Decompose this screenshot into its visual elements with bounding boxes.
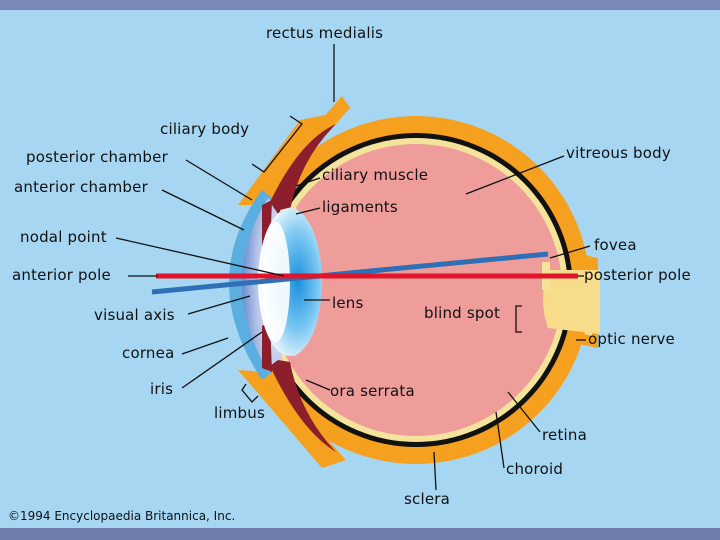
limbus-bracket [241,383,259,403]
visual-axis-line [151,251,549,295]
label-cornea: cornea [122,344,174,362]
leader-lines [115,44,591,491]
optic-disc [543,270,600,334]
label-posterior-chamber: posterior chamber [26,148,169,166]
ciliary-body-bracket [251,115,303,173]
label-rectus-medialis: rectus medialis [266,24,383,42]
label-optic-nerve: optic nerve [588,330,675,348]
vitreous-body [270,144,562,436]
label-anterior-chamber: anterior chamber [14,178,149,196]
frame-bottom [0,528,720,540]
label-lens: lens [332,294,364,312]
label-choroid: choroid [506,460,563,478]
label-posterior-pole: posterior pole [584,266,691,284]
label-retina: retina [542,426,587,444]
label-fovea: fovea [594,236,637,254]
front-sclera-bottom [238,370,346,468]
label-anterior-pole: anterior pole [12,266,111,284]
label-limbus: limbus [214,404,265,422]
label-blind-spot: blind spot [424,304,500,322]
front-sclera-top [238,112,340,205]
label-vitreous-body: vitreous body [566,144,671,162]
blind-spot-bracket [515,305,522,333]
label-ora-serrata: ora serrata [330,382,415,400]
copyright-notice: ©1994 Encyclopaedia Britannica, Inc. [8,509,235,523]
label-visual-axis: visual axis [94,306,175,324]
cornea [229,190,272,380]
label-ligaments: ligaments [322,198,398,216]
label-ciliary-muscle: ciliary muscle [322,166,428,184]
ciliary-body-bottom [270,360,336,452]
label-sclera: sclera [404,490,450,508]
ciliary-body-top [270,124,336,214]
label-iris: iris [150,380,173,398]
label-nodal-point: nodal point [20,228,107,246]
frame-top [0,0,720,10]
label-ciliary-body: ciliary body [160,120,249,138]
